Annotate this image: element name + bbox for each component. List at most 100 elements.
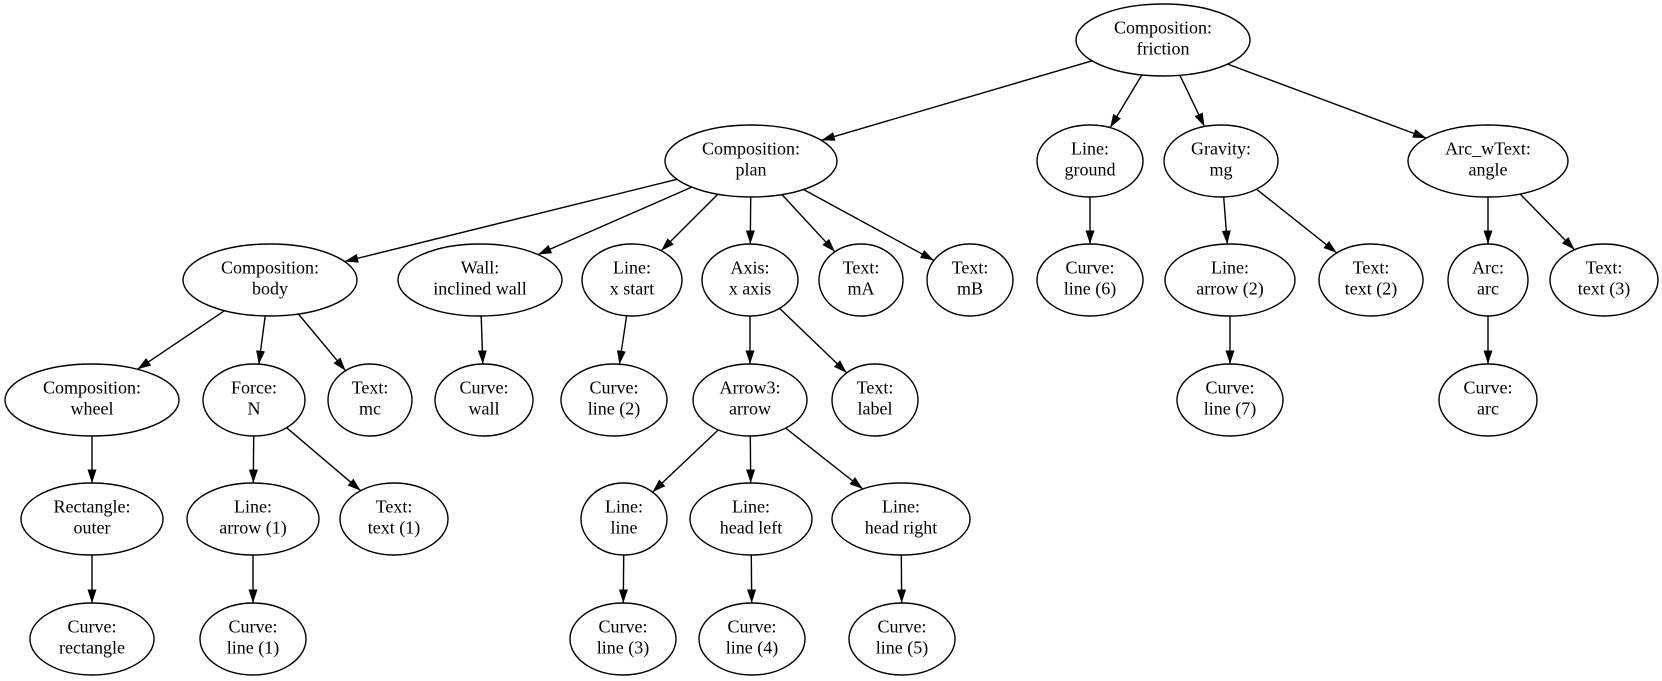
node-ellipse xyxy=(339,482,449,556)
node-outer: Rectangle:outer xyxy=(20,482,164,556)
node-ellipse xyxy=(182,243,358,317)
node-inclined_wall: Wall:inclined wall xyxy=(397,243,563,317)
node-arrow1: Line:arrow (1) xyxy=(186,482,320,556)
node-ellipse xyxy=(1036,124,1144,198)
node-ellipse xyxy=(1036,243,1144,317)
node-ellipse xyxy=(569,602,677,676)
node-x_start: Line:x start xyxy=(581,243,683,317)
node-arc: Arc:arc xyxy=(1447,243,1529,317)
node-ellipse xyxy=(848,602,956,676)
node-force_N: Force:N xyxy=(202,363,306,437)
node-ellipse xyxy=(1075,3,1251,77)
node-label: Curve:wall xyxy=(460,378,509,419)
edge-body-force_N xyxy=(256,315,266,365)
node-curve_arc: Curve:arc xyxy=(1438,363,1538,437)
node-ellipse xyxy=(4,363,180,437)
node-arrow2: Line:arrow (2) xyxy=(1164,243,1296,317)
node-label: Curve:line (6) xyxy=(1064,258,1116,300)
node-ellipse xyxy=(1407,124,1569,198)
node-label: Gravity:mg xyxy=(1191,139,1251,180)
node-ellipse xyxy=(581,243,683,317)
node-ellipse xyxy=(831,363,919,437)
node-ellipse xyxy=(1164,243,1296,317)
edge-plan-mA xyxy=(781,194,836,253)
edge-friction-plan xyxy=(821,60,1093,141)
node-friction: Composition:friction xyxy=(1075,3,1251,77)
node-label: Line:arrow (2) xyxy=(1196,258,1263,300)
edge-plan-inclined_wall xyxy=(537,186,692,256)
node-ellipse xyxy=(664,124,838,198)
node-curve_wall: Curve:wall xyxy=(434,363,534,437)
nodes-layer: Composition:frictionComposition:planLine… xyxy=(4,3,1659,676)
node-text2: Text:text (2) xyxy=(1318,243,1424,317)
node-body: Composition:body xyxy=(182,243,358,317)
node-ellipse xyxy=(580,482,668,556)
node-ellipse xyxy=(831,482,971,556)
node-line_line: Line:line xyxy=(580,482,668,556)
node-label: Curve:line (3) xyxy=(597,617,649,659)
node-label: Text:mc xyxy=(352,378,389,419)
node-ellipse xyxy=(926,243,1014,317)
node-ellipse xyxy=(689,482,813,556)
node-ellipse xyxy=(1447,243,1529,317)
node-x_axis: Axis:x axis xyxy=(701,243,799,317)
node-ellipse xyxy=(186,482,320,556)
node-label: Text:text (3) xyxy=(1578,258,1630,300)
edge-plan-body xyxy=(344,178,678,263)
edge-force_N-text1 xyxy=(286,427,362,492)
node-ground: Line:ground xyxy=(1036,124,1144,198)
node-head_right: Line:head right xyxy=(831,482,971,556)
node-mA: Text:mA xyxy=(818,243,904,317)
node-label: Curve:rectangle xyxy=(59,617,125,658)
node-angle: Arc_wText:angle xyxy=(1407,124,1569,198)
edge-body-wheel xyxy=(137,310,225,370)
node-line1: Curve:line (1) xyxy=(199,602,307,676)
node-label: Curve:line (7) xyxy=(1204,378,1256,420)
node-head_left: Line:head left xyxy=(689,482,813,556)
edge-x_start-line2 xyxy=(616,315,628,365)
node-ellipse xyxy=(1318,243,1424,317)
node-label: Arc:arc xyxy=(1472,258,1504,299)
node-mg: Gravity:mg xyxy=(1163,124,1279,198)
edge-plan-mB xyxy=(803,188,935,262)
node-line7: Curve:line (7) xyxy=(1176,363,1284,437)
node-line5: Curve:line (5) xyxy=(848,602,956,676)
node-ellipse xyxy=(698,602,806,676)
node-label: Curve:line (4) xyxy=(726,617,778,659)
node-label: Line:head right xyxy=(865,497,937,538)
edge-body-mc xyxy=(297,313,347,372)
node-line3: Curve:line (3) xyxy=(569,602,677,676)
node-ellipse xyxy=(327,363,413,437)
edge-mg-text2 xyxy=(1256,188,1338,254)
node-label: Text:mA xyxy=(843,258,880,299)
node-ellipse xyxy=(818,243,904,317)
node-ellipse xyxy=(692,363,808,437)
node-plan: Composition:plan xyxy=(664,124,838,198)
edge-mg-arrow2 xyxy=(1221,196,1231,245)
node-label: Text:label xyxy=(831,363,919,437)
node-ellipse xyxy=(1176,363,1284,437)
node-ellipse xyxy=(199,602,307,676)
edge-arrow3-line_line xyxy=(652,429,719,493)
node-label: Composition:body xyxy=(221,258,319,299)
node-label: Composition:friction xyxy=(1114,18,1212,59)
node-wheel: Composition:wheel xyxy=(4,363,180,437)
edge-inclined_wall-curve_wall xyxy=(477,315,487,365)
node-mc: Text:mc xyxy=(327,363,413,437)
node-label: Wall:inclined wall xyxy=(433,258,526,299)
edge-friction-ground xyxy=(1109,74,1143,129)
edge-arrow3-head_right xyxy=(785,427,864,490)
node-ellipse xyxy=(202,363,306,437)
node-label: Text:label xyxy=(857,378,894,419)
node-label: Arc_wText:angle xyxy=(1445,139,1531,180)
node-label: Axis:x axis xyxy=(729,258,772,299)
node-ellipse xyxy=(701,243,799,317)
node-label: Arrow3:arrow xyxy=(720,378,781,419)
node-ellipse xyxy=(29,602,155,676)
node-ellipse xyxy=(560,363,668,437)
node-label: Composition:plan xyxy=(702,139,800,180)
node-label: Text:text (2) xyxy=(1345,258,1397,300)
node-text3: Text:text (3) xyxy=(1549,243,1659,317)
